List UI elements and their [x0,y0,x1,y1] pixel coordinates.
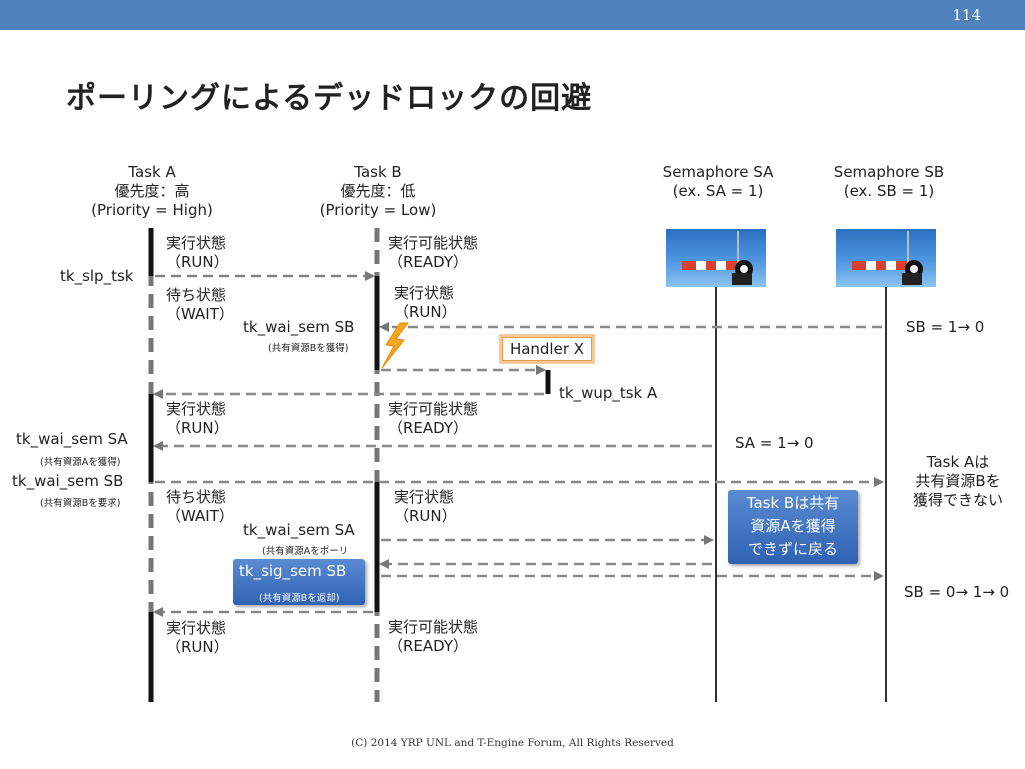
task-a-priority-en: (Priority = High) [91,201,213,219]
header-bar [0,0,1025,30]
task-a-header: Task A 優先度：高 (Priority = High) [82,163,222,220]
semaphore-sb-init: (ex. SB = 1) [843,182,935,200]
note-b-acquire-b: (共有資源Bを獲得) [268,343,349,354]
semaphore-sa-header: Semaphore SA (ex. SA = 1) [648,163,788,201]
copyright-footer: (C) 2014 YRP UNL and T-Engine Forum, All… [351,737,674,749]
state-a-run-1: 実行状態 （RUN） [166,234,229,271]
semaphore-signal-icon [852,231,923,287]
task-b-priority-en: (Priority = Low) [319,201,437,219]
semaphore-sb-header: Semaphore SB (ex. SB = 1) [819,163,959,201]
call-tk-wup-tsk-a: tk_wup_tsk A [559,384,658,402]
sa-value-1: SA = 1→ 0 [735,434,814,452]
call-tk-wai-sem-sb-a: tk_wai_sem SB [12,472,124,490]
state-a-run-3: 実行状態 （RUN） [166,619,229,656]
note-a-acquire-a: (共有資源Aを獲得) [40,457,121,468]
note-task-b-returns: Task Bは共有 資源Aを獲得 できずに戻る [728,490,858,564]
state-b-ready-3: 実行可能状態 （READY） [388,618,479,655]
semaphore-sb-image [836,229,936,287]
semaphore-signal-icon [682,231,753,287]
task-b-name: Task B [354,163,402,181]
task-b-priority-jp: 優先度：低 [340,182,416,200]
semaphore-sa-name: Semaphore SA [662,163,774,181]
task-a-priority-jp: 優先度：高 [114,182,190,200]
state-a-wait-2: 待ち状態 （WAIT） [166,488,234,525]
state-b-ready-2: 実行可能状態 （READY） [388,400,479,437]
call-tk-slp-tsk: tk_slp_tsk [60,267,134,285]
state-b-run-1: 実行状態 （RUN） [394,284,457,321]
note-b-poll-a: (共有資源Aをポーリ [262,546,349,557]
semaphore-sa-image [666,229,766,287]
page-number: 114 [952,6,981,24]
slide-title: ポーリングによるデッドロックの回避 [66,81,593,116]
sb-value-1: SB = 1→ 0 [906,318,985,336]
task-b-header: Task B 優先度：低 (Priority = Low) [308,163,448,220]
call-tk-sig-sem-sb: tk_sig_sem SB [239,562,347,580]
note-task-a-blocked: Task Aは 共有資源Bを 獲得できない [912,453,1003,509]
state-a-run-2: 実行状態 （RUN） [166,400,229,437]
note-b-release-b: (共有資源Bを返却) [259,593,340,604]
state-b-ready-1: 実行可能状態 （READY） [388,234,479,271]
sb-value-2: SB = 0→ 1→ 0 [904,583,1010,601]
call-tk-wai-sem-sa-b: tk_wai_sem SA [243,521,355,539]
state-a-wait-1: 待ち状態 （WAIT） [166,286,234,323]
state-b-run-2: 実行状態 （RUN） [394,488,457,525]
semaphore-sa-init: (ex. SA = 1) [672,182,764,200]
semaphore-sb-name: Semaphore SB [833,163,945,181]
note-a-request-b: (共有資源Bを要求) [40,498,121,509]
tk-sig-sem-sb-box: tk_sig_sem SB (共有資源Bを返却) [233,559,365,605]
lightning-icon [381,322,409,369]
task-a-name: Task A [128,163,176,181]
call-tk-wai-sem-sb-b: tk_wai_sem SB [243,318,355,336]
handler-x-box: Handler X [499,334,595,364]
call-tk-wai-sem-sa-a: tk_wai_sem SA [16,430,128,448]
